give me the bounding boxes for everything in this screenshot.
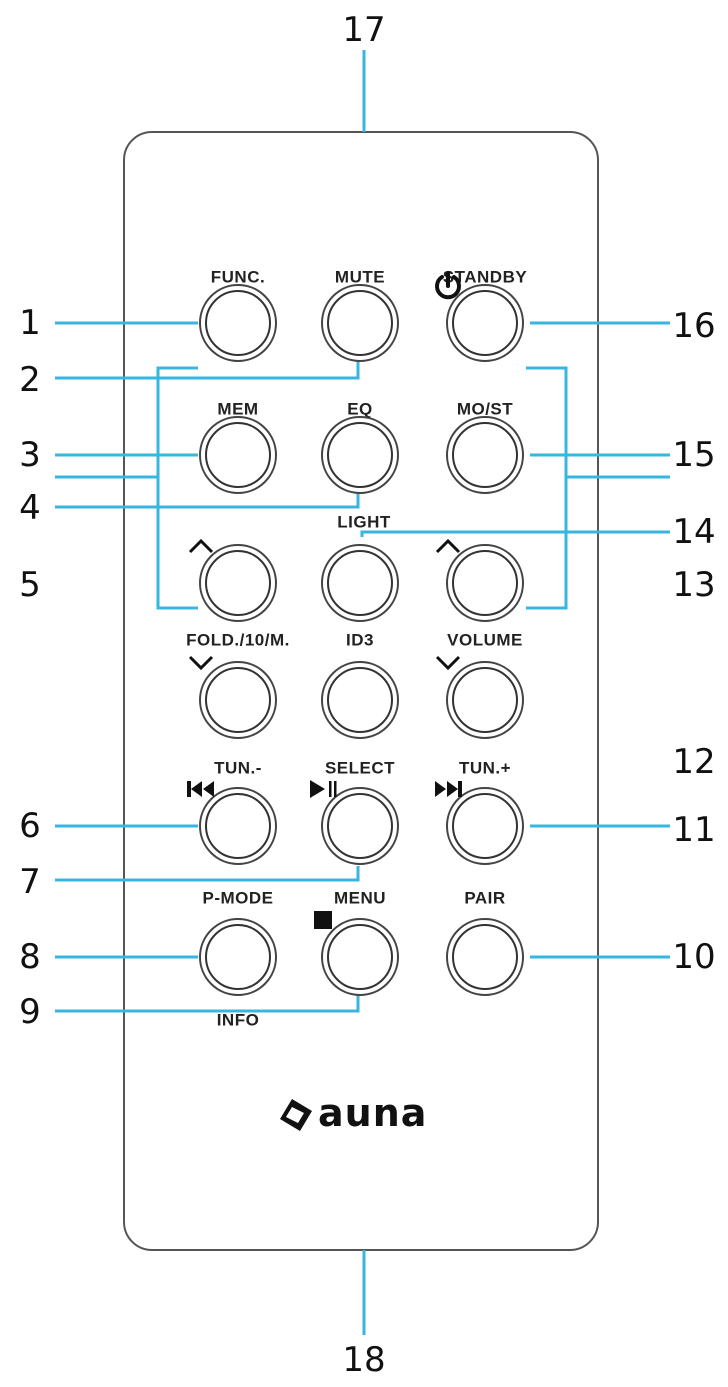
brand-name: auna xyxy=(318,1091,428,1135)
skip-back-icon xyxy=(187,781,214,797)
callout-8: 8 xyxy=(19,937,41,977)
eq-button[interactable] xyxy=(321,416,399,494)
fold-down-button[interactable] xyxy=(188,655,277,739)
menu-button[interactable] xyxy=(314,911,399,996)
chevron-up-icon xyxy=(435,538,461,554)
most-button[interactable] xyxy=(446,416,524,494)
callout-10: 10 xyxy=(672,937,716,977)
leader-line-14 xyxy=(360,530,670,537)
skip-forward-icon xyxy=(435,781,462,797)
volume-label: VOLUME xyxy=(447,630,523,650)
leader-line-4 xyxy=(55,494,360,509)
fold-label: FOLD./10/M. xyxy=(186,630,290,650)
callout-7: 7 xyxy=(19,862,41,902)
tun-plus-button[interactable] xyxy=(435,781,524,865)
id3-button[interactable] xyxy=(321,661,399,739)
leader-line-9 xyxy=(55,996,360,1013)
mute-button[interactable] xyxy=(321,284,399,362)
pair-button[interactable] xyxy=(446,918,524,996)
id3-label: ID3 xyxy=(346,630,374,650)
callout-16: 16 xyxy=(672,306,716,346)
func-button[interactable] xyxy=(199,284,277,362)
most-label: MO/ST xyxy=(456,399,514,419)
pair-label: PAIR xyxy=(464,888,506,908)
standby-label: STANDBY xyxy=(442,267,528,287)
callout-11: 11 xyxy=(672,810,716,850)
callout-5: 5 xyxy=(19,565,41,605)
eq-label: EQ xyxy=(347,399,373,419)
chevron-up-icon xyxy=(188,538,214,554)
callout-9: 9 xyxy=(19,992,41,1032)
callout-17: 17 xyxy=(342,10,386,50)
callout-13: 13 xyxy=(672,565,716,605)
callout-4: 4 xyxy=(19,488,41,528)
stop-icon xyxy=(314,911,332,929)
leader-line-7 xyxy=(55,866,360,882)
power-icon xyxy=(435,271,461,300)
mem-button[interactable] xyxy=(199,416,277,494)
auna-logo-icon xyxy=(280,1099,312,1131)
standby-button[interactable] xyxy=(435,271,524,362)
light-label: LIGHT xyxy=(337,512,391,532)
leader-line-2 xyxy=(55,362,360,380)
info-label: INFO xyxy=(216,1010,260,1030)
chevron-down-icon xyxy=(435,655,461,671)
callout-12: 12 xyxy=(672,742,716,782)
callout-2: 2 xyxy=(19,360,41,400)
select-label: SELECT xyxy=(324,758,396,778)
light-button[interactable] xyxy=(321,544,399,622)
callout-3: 3 xyxy=(19,435,41,475)
tun-minus-label: TUN.- xyxy=(214,758,262,778)
select-button[interactable] xyxy=(310,780,399,865)
fold-up-button[interactable] xyxy=(188,538,277,622)
menu-label: MENU xyxy=(333,888,387,908)
mem-label: MEM xyxy=(217,399,259,419)
func-label: FUNC. xyxy=(210,267,266,287)
mute-label: MUTE xyxy=(334,267,386,287)
volume-up-button[interactable] xyxy=(435,538,524,622)
volume-down-button[interactable] xyxy=(435,655,524,739)
play-pause-icon xyxy=(310,780,337,798)
callout-6: 6 xyxy=(19,806,41,846)
leader-line-13-bracket xyxy=(526,366,568,610)
pmode-label: P-MODE xyxy=(202,888,274,908)
pmode-button[interactable] xyxy=(199,918,277,996)
callout-15: 15 xyxy=(672,435,716,475)
callout-18: 18 xyxy=(342,1340,386,1380)
leader-line-5-bracket xyxy=(156,366,198,610)
callout-1: 1 xyxy=(19,303,41,343)
tun-minus-button[interactable] xyxy=(187,781,277,865)
callout-14: 14 xyxy=(672,512,716,552)
chevron-down-icon xyxy=(188,655,214,671)
tun-plus-label: TUN.+ xyxy=(458,758,512,778)
brand-logo: auna xyxy=(278,1091,478,1139)
